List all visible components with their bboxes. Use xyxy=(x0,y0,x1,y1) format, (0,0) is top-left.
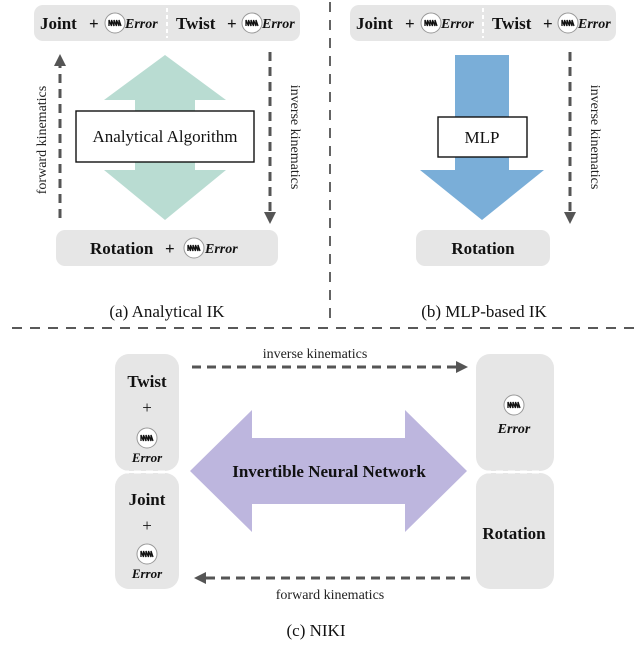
noise-icon xyxy=(183,237,205,259)
twist-label-c: Twist xyxy=(127,372,167,391)
mlp-box xyxy=(437,116,528,158)
noise-icon xyxy=(104,12,126,34)
plus-b2: + xyxy=(543,14,553,33)
invertible-neural-network-label: Invertible Neural Network xyxy=(232,462,426,481)
error-label-b1: Error xyxy=(440,17,474,32)
twist-label-a: Twist xyxy=(176,14,216,33)
joint-label-c: Joint xyxy=(129,490,166,509)
bottom-output-box-b xyxy=(416,230,550,266)
error-label-a2: Error xyxy=(261,17,295,32)
mlp-label: MLP xyxy=(465,128,500,147)
rotation-label-b: Rotation xyxy=(451,239,515,258)
twist-label-b: Twist xyxy=(492,14,532,33)
noise-icon xyxy=(503,394,525,416)
analytical-algorithm-box xyxy=(75,110,255,163)
noise-icon xyxy=(136,543,158,565)
inverse-kinematics-label-c: inverse kinematics xyxy=(263,347,368,362)
error-label-b2: Error xyxy=(577,17,611,32)
noise-icon xyxy=(241,12,263,34)
caption-c: (c) NIKI xyxy=(287,621,346,640)
plus-b1: + xyxy=(405,14,415,33)
plus-a3: + xyxy=(165,239,175,258)
panel-analytical-ik: Joint + Error Twist + Error Analytical A… xyxy=(34,5,302,321)
noise-icon xyxy=(557,12,579,34)
error-label-c1: Error xyxy=(131,450,163,465)
error-label-c3: Error xyxy=(497,422,531,437)
rotation-box-c xyxy=(476,473,554,589)
caption-a: (a) Analytical IK xyxy=(109,302,225,321)
joint-label-b: Joint xyxy=(356,14,393,33)
plus-a2: + xyxy=(227,14,237,33)
plus-a1: + xyxy=(89,14,99,33)
inverse-kinematics-label-b: inverse kinematics xyxy=(587,85,602,190)
joint-label-a: Joint xyxy=(40,14,77,33)
plus-c2: + xyxy=(142,516,152,535)
forward-kinematics-label-c: forward kinematics xyxy=(276,588,384,603)
twist-error-box xyxy=(115,354,179,471)
inverse-kinematics-label-a: inverse kinematics xyxy=(287,85,302,190)
rotation-label-a: Rotation xyxy=(90,239,154,258)
noise-icon xyxy=(136,427,158,449)
forward-kinematics-label-a: forward kinematics xyxy=(35,86,50,194)
joint-error-box xyxy=(115,473,179,589)
invertible-network-arrow xyxy=(190,410,467,532)
plus-c1: + xyxy=(142,398,152,417)
analytical-algorithm-label: Analytical Algorithm xyxy=(93,127,238,146)
error-label-c2: Error xyxy=(131,566,163,581)
caption-b: (b) MLP-based IK xyxy=(421,302,547,321)
rotation-label-c: Rotation xyxy=(482,524,546,543)
panel-mlp-ik: Joint + Error Twist + Error MLP inverse … xyxy=(350,5,616,321)
error-label-a1: Error xyxy=(124,17,158,32)
bottom-output-box-a xyxy=(56,230,278,266)
error-label-a3: Error xyxy=(204,242,238,257)
noise-icon xyxy=(420,12,442,34)
panel-niki: inverse kinematics forward kinematics Tw… xyxy=(115,347,554,640)
